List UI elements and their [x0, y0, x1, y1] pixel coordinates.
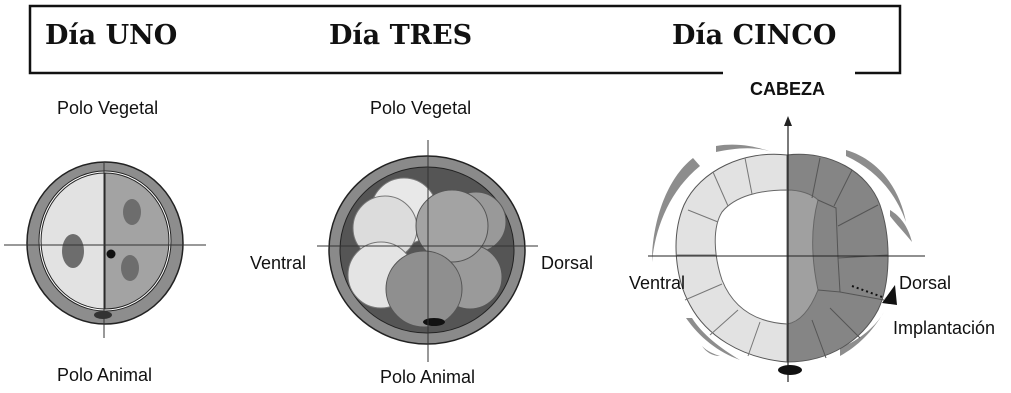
day-one-upper-pronucleus	[123, 199, 141, 225]
day-one-polar-body	[94, 311, 112, 319]
day-one-lower-pronucleus	[121, 255, 139, 281]
day-five-ventral-label: Ventral	[629, 273, 685, 293]
day-five-trophoblast-bottom-left	[686, 318, 740, 360]
day-five-ventral-cell-borders	[676, 157, 761, 357]
day-five-axis-arrowhead	[784, 116, 792, 126]
day-five-trophoblast-right	[846, 150, 906, 222]
day-three-cell-dark-center	[415, 189, 489, 263]
day-five-implantation-label: Implantación	[893, 318, 995, 338]
day-five-dorsal-label: Dorsal	[899, 273, 951, 293]
day-five-implantation-arrow-icon	[882, 285, 897, 305]
day-three-cell-dark-bottom	[385, 250, 463, 328]
title-day-five: Día CINCO	[672, 20, 836, 51]
day-three-embryo: Polo Vegetal Ventral Dorsal Polo Animal	[250, 98, 593, 387]
title-day-three: Día TRES	[329, 20, 472, 51]
day-one-vegetal-pole-label: Polo Vegetal	[57, 98, 158, 118]
day-one-embryo: Polo Vegetal Polo Animal	[4, 98, 206, 385]
day-five-embryo: CABEZA	[629, 79, 995, 382]
day-one-left-pronucleus	[62, 234, 84, 268]
title-day-one: Día UNO	[45, 20, 177, 51]
day-three-animal-pole-label: Polo Animal	[380, 367, 475, 387]
header-box	[28, 4, 902, 75]
day-five-trophoblast-fragment	[702, 346, 720, 356]
day-three-vegetal-pole-label: Polo Vegetal	[370, 98, 471, 118]
day-five-trophoblast-right-small	[890, 210, 912, 242]
day-five-blastocoel	[714, 189, 788, 325]
day-five-implantation-dots	[851, 285, 886, 299]
day-three-dorsal-label: Dorsal	[541, 253, 593, 273]
day-five-inner-cell-mass	[786, 189, 819, 325]
day-five-polar-body	[778, 365, 802, 375]
day-five-trophoblast-left	[652, 158, 700, 262]
day-one-center-dot	[106, 249, 116, 259]
day-five-head-label: CABEZA	[750, 79, 825, 99]
day-five-trophoblast-bottom-right	[840, 312, 884, 356]
day-one-right-blastomere	[104, 172, 170, 310]
day-three-ventral-label: Ventral	[250, 253, 306, 273]
day-three-polar-body	[423, 318, 445, 326]
day-five-trophoblast-top	[716, 144, 772, 152]
day-one-animal-pole-label: Polo Animal	[57, 365, 152, 385]
